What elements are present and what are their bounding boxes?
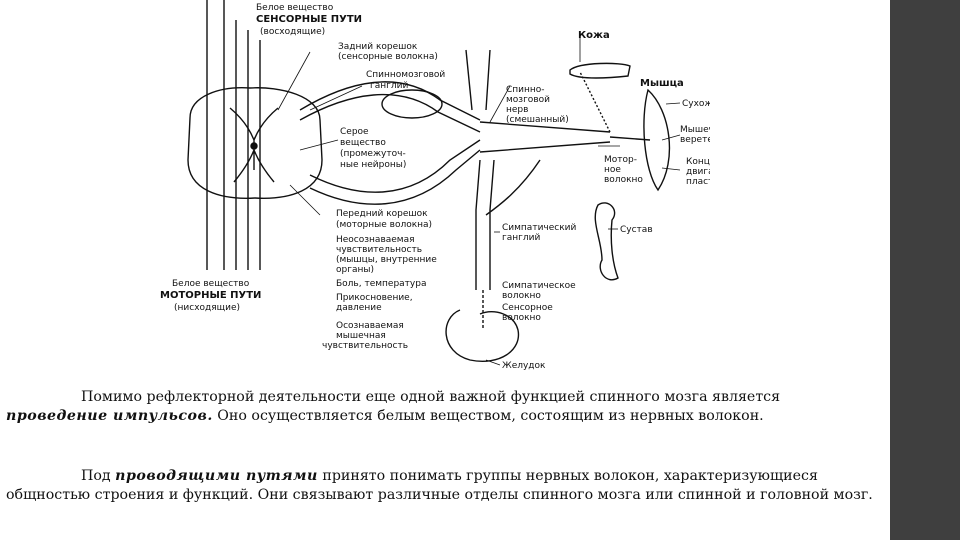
paragraph-1-text-a: Помимо рефлекторной деятельности еще одн… <box>81 389 781 405</box>
label-touch-1: Прикосновение, <box>336 293 413 303</box>
label-skin: Кожа <box>578 30 610 41</box>
leader-line <box>299 139 339 151</box>
label-sympathetic-fiber-2: волокно <box>502 291 541 301</box>
spinal-nerve-trunk <box>479 121 611 153</box>
sympathetic-branch <box>475 159 541 290</box>
label-unconscious-4: органы) <box>336 265 374 275</box>
label-joint: Сустав <box>620 225 653 235</box>
label-sensory-fiber-2: волокно <box>502 313 541 323</box>
leader-line <box>665 102 681 105</box>
label-conscious-2: мышечная <box>336 331 386 341</box>
label-dorsal-root-1: Задний корешок <box>338 42 418 52</box>
label-end-plate-2: двигательная <box>686 167 710 177</box>
skin-finger <box>569 62 631 79</box>
label-ventral-root-1: Передний корешок <box>336 209 428 219</box>
label-motor-fiber-2: ное <box>604 165 621 175</box>
label-spinal-nerve-4: (смешанный) <box>506 115 569 125</box>
ventral-root <box>309 139 481 205</box>
leader-line <box>309 85 363 111</box>
label-sensory-fiber-1: Сенсорное <box>502 303 553 313</box>
leader-line <box>277 51 311 111</box>
label-sensory-tracts: СЕНСОРНЫЕ ПУТИ <box>256 14 362 25</box>
sensory-fiber-skin <box>579 71 611 133</box>
paragraph-2-text-a: Под <box>81 468 116 484</box>
spinal-ganglion <box>381 89 443 119</box>
label-spinal-ganglion-2: ганглий <box>370 81 408 91</box>
paragraph-1-emphasis: проведение импульсов. <box>6 408 213 424</box>
label-spinal-nerve-3: нерв <box>506 105 528 115</box>
label-ventral-root-2: (моторные волокна) <box>336 220 432 230</box>
label-unconscious-2: чувствительность <box>336 245 422 255</box>
slide: Белое вещество СЕНСОРНЫЕ ПУТИ (восходящи… <box>6 0 884 505</box>
label-motor-fiber-3: волокно <box>604 175 643 185</box>
spinal-cord-section <box>187 87 323 199</box>
label-spindle-1: Мышечное <box>680 125 710 135</box>
label-dorsal-root-2: (сенсорные волокна) <box>338 52 438 62</box>
label-descending: (нисходящие) <box>174 303 240 313</box>
central-canal <box>250 142 258 150</box>
label-motor-fiber-1: Мотор- <box>604 155 637 165</box>
label-spindle-2: веретено <box>680 135 710 145</box>
label-conscious-1: Осознаваемая <box>336 321 404 331</box>
paragraph-2: Под проводящими путями принято понимать … <box>6 467 884 505</box>
label-tendon: Сухожилие <box>682 99 710 109</box>
stomach-shape <box>445 309 520 362</box>
label-sympathetic-ganglion-1: Симпатический <box>502 223 577 233</box>
label-unconscious-1: Неосознаваемая <box>336 235 415 245</box>
muscle-body <box>643 88 671 192</box>
label-spinal-nerve-2: мозговой <box>506 95 550 105</box>
label-ascending: (восходящие) <box>260 27 325 37</box>
label-end-plate-3: пластинка <box>686 177 710 187</box>
leader-line <box>485 359 501 366</box>
leader-line <box>489 85 511 123</box>
label-stomach: Желудок <box>502 361 546 371</box>
label-muscle: Мышца <box>640 78 684 89</box>
leader-line <box>661 134 681 141</box>
label-unconscious-3: (мышцы, внутренние <box>336 255 437 265</box>
label-end-plate-1: Концевая <box>686 157 710 167</box>
label-sympathetic-fiber-1: Симпатическое <box>502 281 576 291</box>
label-sympathetic-ganglion-2: ганглий <box>502 233 540 243</box>
label-spinal-nerve-1: Спинно- <box>506 85 545 95</box>
label-grey-matter-2: вещество <box>340 138 386 148</box>
label-white-matter-top: Белое вещество <box>256 3 334 13</box>
motor-fiber-line <box>609 136 651 141</box>
spinal-nerve-sheath <box>465 49 491 111</box>
label-spinal-ganglion-1: Спинномозговой <box>366 70 445 80</box>
leader-line <box>661 167 681 171</box>
side-bar <box>890 0 960 540</box>
label-grey-matter-3: (промежуточ- <box>340 149 406 159</box>
label-motor-tracts: МОТОРНЫЕ ПУТИ <box>160 290 261 301</box>
joint-bone <box>594 202 619 281</box>
label-conscious-3: чувствительность <box>322 341 408 351</box>
label-grey-matter-1: Серое <box>340 127 369 137</box>
paragraph-1: Помимо рефлекторной деятельности еще одн… <box>6 388 884 426</box>
leader-line <box>289 184 321 216</box>
paragraph-2-emphasis: проводящими путями <box>115 468 318 484</box>
dorsal-root <box>299 81 481 133</box>
label-touch-2: давление <box>336 303 382 313</box>
paragraph-2-text-b: принято понимать группы нервных волокон,… <box>6 468 873 503</box>
label-white-matter-bottom: Белое вещество <box>172 279 250 289</box>
paragraph-1-text-b: Оно осуществляется белым веществом, сост… <box>212 408 764 424</box>
label-pain-temp: Боль, температура <box>336 279 426 289</box>
label-grey-matter-4: ные нейроны) <box>340 160 406 170</box>
spinal-reflex-diagram: Белое вещество СЕНСОРНЫЕ ПУТИ (восходящи… <box>160 0 710 371</box>
